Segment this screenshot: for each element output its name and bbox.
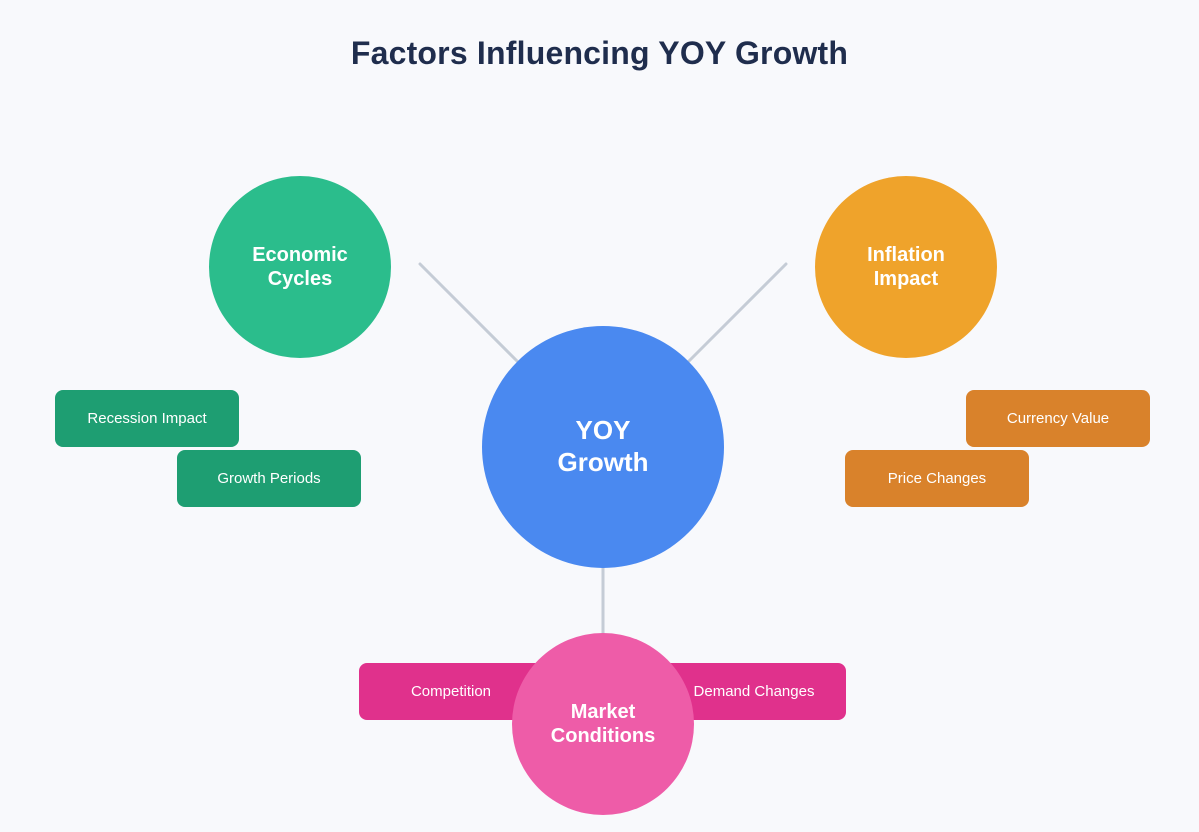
connector-center-to-economic-cycles <box>418 262 520 364</box>
branch-node-inflation-impact[interactable]: Inflation Impact <box>815 176 997 358</box>
sub-box-label: Currency Value <box>1006 409 1110 427</box>
branch-node-label-line2: Cycles <box>267 268 333 290</box>
branch-node-label-line1: Inflation <box>867 243 945 266</box>
branch-node-label-line2: Conditions <box>550 725 656 747</box>
branch-node-label: Economic Cycles <box>244 243 356 292</box>
branch-node-label: Market Conditions <box>543 700 663 749</box>
branch-node-label-line1: Market <box>570 700 636 723</box>
branch-node-market-conditions[interactable]: Market Conditions <box>512 633 694 815</box>
center-node-label-line2: Growth <box>557 447 649 477</box>
center-node-label: YOY Growth <box>550 415 657 478</box>
branch-node-label: Inflation Impact <box>859 243 953 292</box>
sub-box-label: Competition <box>410 682 492 700</box>
branch-node-label-line1: Economic <box>252 243 348 266</box>
sub-box-currency-value[interactable]: Currency Value <box>966 390 1150 447</box>
page-title: Factors Influencing YOY Growth <box>350 35 849 71</box>
sub-box-label: Growth Periods <box>217 469 321 487</box>
branch-node-economic-cycles[interactable]: Economic Cycles <box>209 176 391 358</box>
sub-box-label: Price Changes <box>887 469 987 487</box>
sub-box-recession-impact[interactable]: Recession Impact <box>55 390 239 447</box>
branch-node-label-line2: Impact <box>873 268 939 290</box>
center-node-label-line1: YOY <box>575 415 631 446</box>
sub-box-label: Demand Changes <box>693 682 815 700</box>
sub-box-growth-periods[interactable]: Growth Periods <box>177 450 361 507</box>
connector-center-to-inflation-impact <box>686 262 788 364</box>
sub-box-price-changes[interactable]: Price Changes <box>845 450 1029 507</box>
sub-box-label: Recession Impact <box>87 409 207 427</box>
center-node-yoy-growth[interactable]: YOY Growth <box>482 326 724 568</box>
